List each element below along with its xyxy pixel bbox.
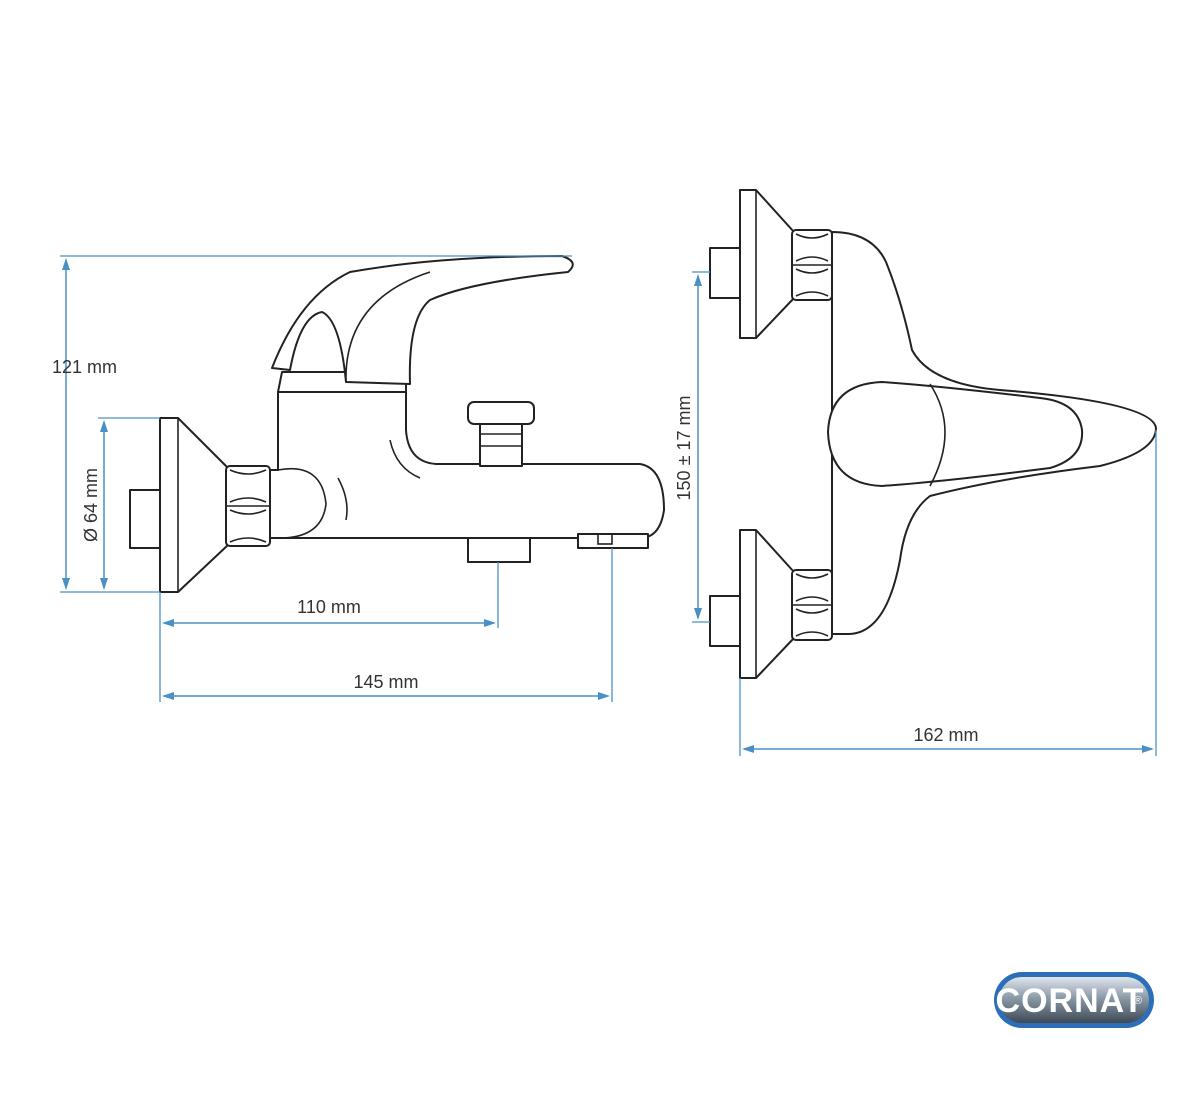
width-arrow-right bbox=[1142, 745, 1154, 753]
front-view bbox=[709, 189, 1157, 679]
logo-registered-mark: ® bbox=[1134, 995, 1142, 1007]
height-label: 121 mm bbox=[52, 357, 117, 377]
flange-arrow-top bbox=[100, 420, 108, 432]
side-aerator-slot bbox=[597, 533, 613, 545]
logo-text: CORNAT bbox=[996, 982, 1145, 1020]
side-inlet-stub bbox=[129, 489, 161, 549]
front-bottom-inlet bbox=[709, 595, 741, 647]
side-diverter-knob bbox=[467, 401, 535, 425]
front-top-flange bbox=[739, 189, 795, 339]
110-arrow-left bbox=[162, 619, 174, 627]
side-view-dimensions: 121 mm Ø 64 mm 110 mm 145 mm bbox=[52, 255, 613, 702]
flange-diameter-label: Ø 64 mm bbox=[81, 468, 101, 542]
145-arrow-right bbox=[598, 692, 610, 700]
spacing-arrow-top bbox=[694, 274, 702, 286]
front-handle bbox=[827, 381, 1084, 487]
side-mixer-body bbox=[269, 391, 665, 539]
width-arrow-left bbox=[742, 745, 754, 753]
side-view bbox=[129, 255, 665, 593]
inlet-spacing-label: 150 ± 17 mm bbox=[674, 396, 694, 501]
side-handle-ridge bbox=[345, 271, 431, 383]
side-spout-aerator bbox=[577, 533, 649, 549]
side-body-contour bbox=[337, 477, 348, 521]
145-label: 145 mm bbox=[353, 672, 418, 692]
side-body-contour-2 bbox=[389, 439, 421, 479]
side-shower-outlet bbox=[467, 537, 531, 563]
110-arrow-right bbox=[484, 619, 496, 627]
110-label: 110 mm bbox=[297, 597, 361, 617]
front-view-dimensions: 150 ± 17 mm 162 mm bbox=[674, 271, 1157, 756]
front-top-nut-chamfers bbox=[795, 233, 829, 297]
front-bottom-nut-chamfers bbox=[795, 573, 829, 637]
side-eccentric-connector bbox=[277, 468, 327, 539]
145-arrow-left bbox=[162, 692, 174, 700]
front-handle-contour bbox=[929, 383, 946, 487]
front-top-inlet bbox=[709, 247, 741, 299]
front-bottom-flange bbox=[739, 529, 795, 679]
overall-width-label: 162 mm bbox=[913, 725, 978, 745]
side-nut-chamfers bbox=[229, 469, 267, 543]
spacing-arrow-bottom bbox=[694, 608, 702, 620]
side-wall-flange bbox=[159, 417, 229, 593]
flange-arrow-bottom bbox=[100, 578, 108, 590]
height-arrow-top bbox=[62, 258, 70, 270]
cornat-logo: CORNAT ® bbox=[994, 972, 1154, 1028]
side-diverter-stem bbox=[479, 419, 523, 467]
height-arrow-bottom bbox=[62, 578, 70, 590]
side-handle-lever bbox=[271, 255, 574, 385]
logo-badge bbox=[999, 977, 1149, 1023]
